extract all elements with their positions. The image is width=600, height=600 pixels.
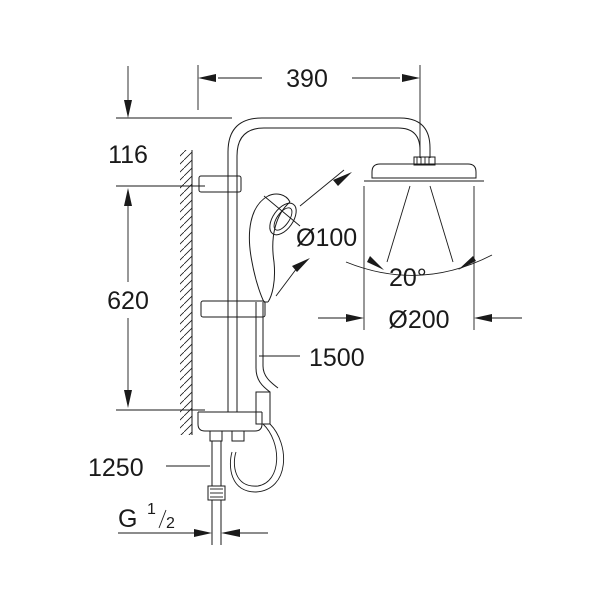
dimension-390-label: 390 <box>286 65 328 93</box>
wall <box>180 150 193 435</box>
dimension-116-label: 116 <box>108 141 148 169</box>
thread-label-prefix: G <box>118 505 137 533</box>
hose: 1500 <box>229 302 365 493</box>
head-shower <box>364 156 484 182</box>
inlet-pipe <box>207 441 226 545</box>
dimension-1250: 1250 <box>88 454 210 482</box>
head-diameter-label: Ø200 <box>388 306 449 334</box>
hose-length-label: 1500 <box>309 344 365 372</box>
dimension-390: 390 <box>197 65 421 150</box>
thread-label-denominator: 2 <box>166 515 175 532</box>
dimension-620: 620 <box>107 188 205 411</box>
spray-angle-20: 20° <box>345 185 493 292</box>
thread-label-numerator: 1 <box>147 501 156 518</box>
dimension-620-label: 620 <box>107 287 149 315</box>
spray-angle-label: 20° <box>389 264 427 292</box>
hand-diameter-label: Ø100 <box>296 224 357 252</box>
shower-rail <box>197 117 431 442</box>
hand-shower <box>248 193 301 303</box>
dimension-thread: G 1 2 <box>118 501 268 537</box>
dimension-diameter-200: Ø200 <box>318 186 522 334</box>
dimension-diameter-100: Ø100 <box>275 169 357 297</box>
dimension-116: 116 <box>108 66 232 187</box>
inlet-height-label: 1250 <box>88 454 144 482</box>
